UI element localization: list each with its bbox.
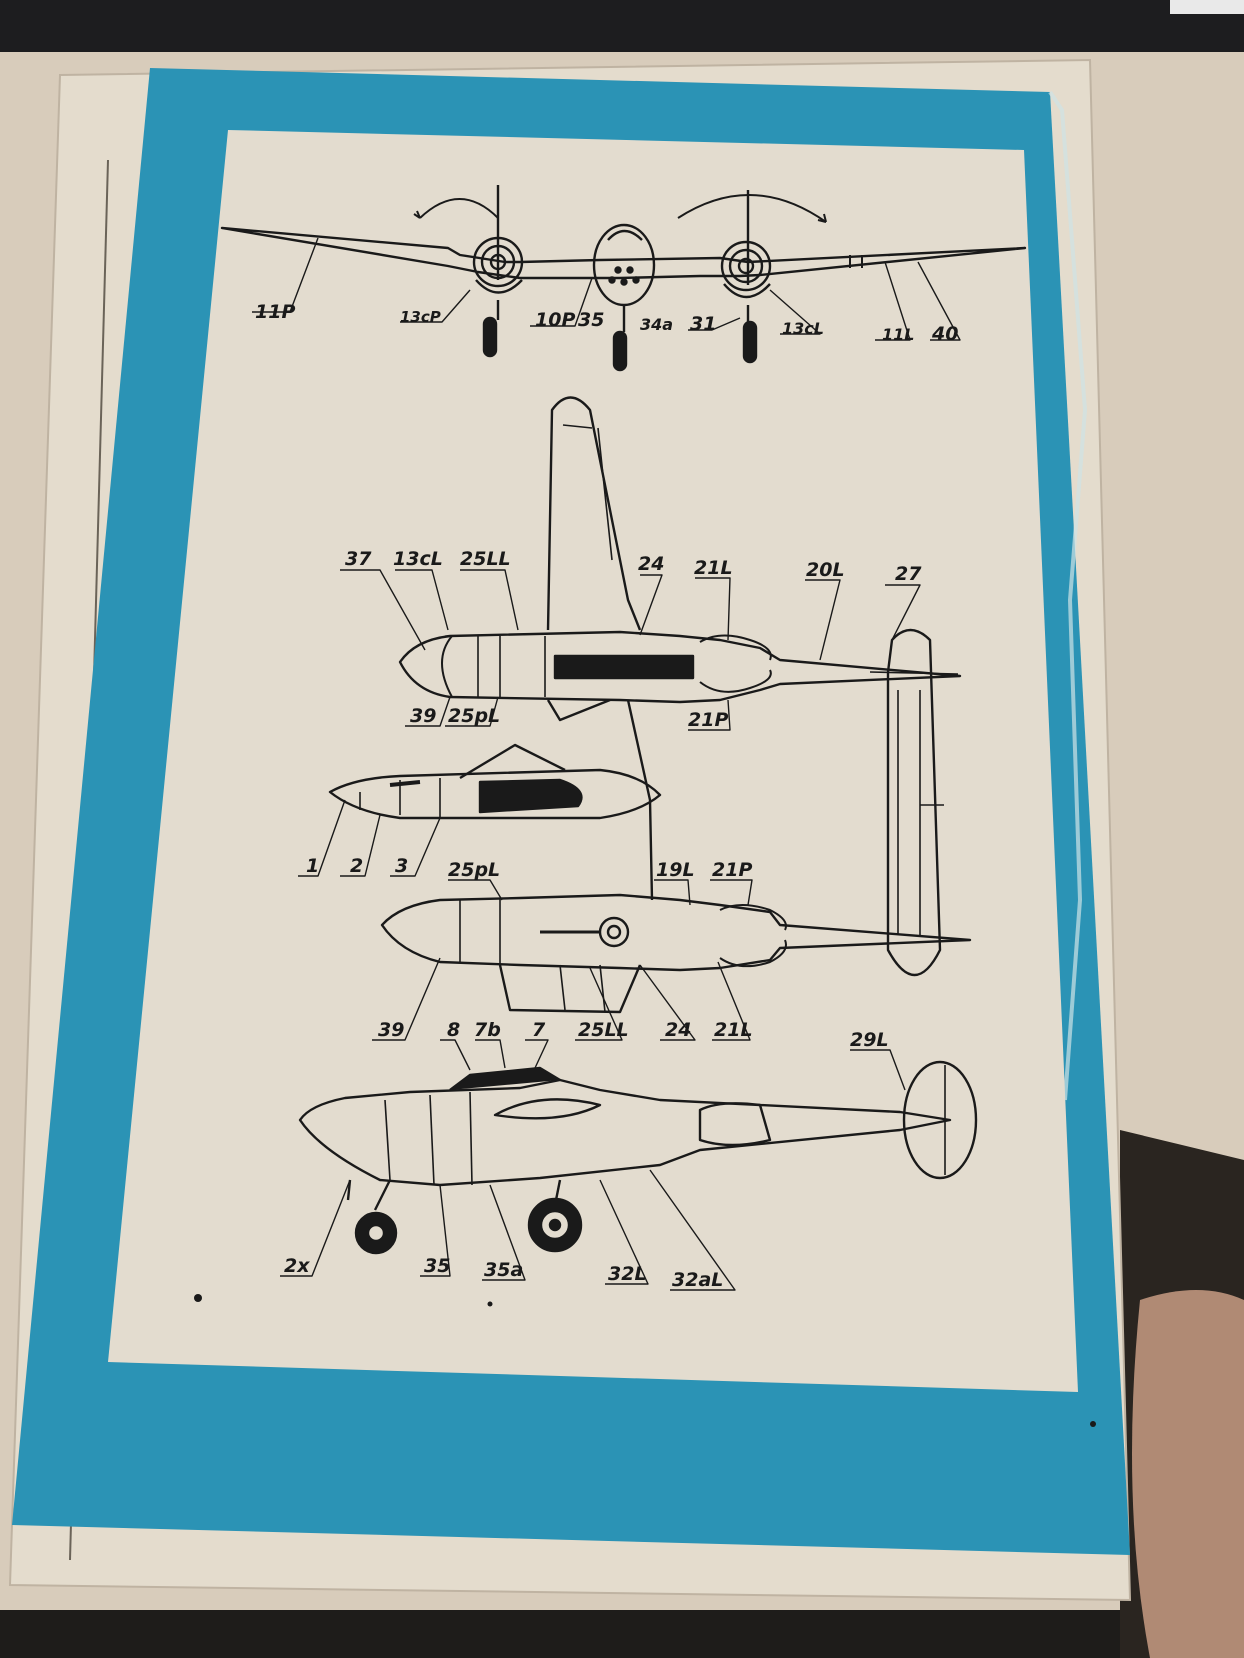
- label-front-35: 35: [578, 309, 604, 331]
- label-top-27: 27: [895, 563, 922, 585]
- label-nacelle-1: 1: [306, 855, 319, 877]
- label-top-25pl: 25pL: [448, 705, 500, 727]
- front-view: [220, 185, 1027, 372]
- label-front-10p: 10P: [535, 309, 575, 331]
- label-top-24: 24: [638, 553, 664, 575]
- label-side-32l: 32L: [608, 1263, 647, 1285]
- label-bottom-25ll: 25LL: [578, 1019, 629, 1041]
- paper-speck: [1090, 1421, 1096, 1427]
- label-bottom-39: 39: [378, 1019, 404, 1041]
- label-top-39: 39: [410, 705, 436, 727]
- label-side-8: 8: [447, 1019, 460, 1041]
- label-side-7b: 7b: [474, 1019, 501, 1041]
- laptop-edge: [1170, 0, 1244, 14]
- label-bottom-21l: 21L: [714, 1019, 753, 1041]
- leader-lines: [252, 237, 961, 1291]
- label-front-34a: 34a: [640, 315, 673, 334]
- center-nacelle-view: [328, 743, 662, 820]
- label-nacelle-2: 2: [350, 855, 363, 877]
- aircraft-drawings: [220, 185, 1027, 1291]
- label-side-2x: 2x: [284, 1255, 310, 1277]
- bottom-view: [380, 893, 972, 1014]
- paper-speck: [194, 1294, 202, 1302]
- label-front-31: 31: [690, 313, 716, 335]
- arm-skin: [1132, 1290, 1244, 1658]
- label-front-13cl: 13cL: [782, 319, 824, 338]
- top-view: [398, 396, 962, 977]
- label-bottom-21p: 21P: [712, 859, 752, 881]
- label-top-13cl: 13cL: [393, 548, 443, 570]
- label-top-37: 37: [345, 548, 372, 570]
- label-bottom-19l: 19L: [656, 859, 695, 881]
- label-top-21p: 21P: [688, 709, 728, 731]
- label-top-25ll: 25LL: [460, 548, 511, 570]
- label-front-13cp: 13cP: [400, 308, 441, 326]
- label-top-21l: 21L: [694, 557, 733, 579]
- label-side-7: 7: [532, 1019, 546, 1041]
- paper-speck: [487, 1301, 493, 1307]
- side-view: [298, 1060, 978, 1255]
- label-side-35a: 35a: [484, 1259, 523, 1281]
- label-front-40: 40: [931, 323, 958, 345]
- dark-bottom-edge: [0, 1610, 1244, 1658]
- label-side-32al: 32aL: [672, 1269, 723, 1291]
- cover-worn-edge: [1048, 90, 1088, 1101]
- label-top-20l: 20L: [806, 559, 845, 581]
- paper-panel: [108, 130, 1078, 1392]
- drawing-labels: 11P 13cP 10P 35 34a 31 13cL 11L 40 37 13…: [255, 301, 958, 1291]
- label-front-11p: 11P: [255, 301, 295, 323]
- dark-top-edge: [0, 0, 1244, 52]
- label-bottom-24: 24: [665, 1019, 691, 1041]
- label-front-11l: 11L: [882, 325, 914, 344]
- label-nacelle-3: 3: [395, 855, 408, 877]
- label-side-29l: 29L: [850, 1029, 889, 1051]
- label-side-35: 35: [424, 1255, 450, 1277]
- label-bottom-25pl: 25pL: [448, 859, 500, 881]
